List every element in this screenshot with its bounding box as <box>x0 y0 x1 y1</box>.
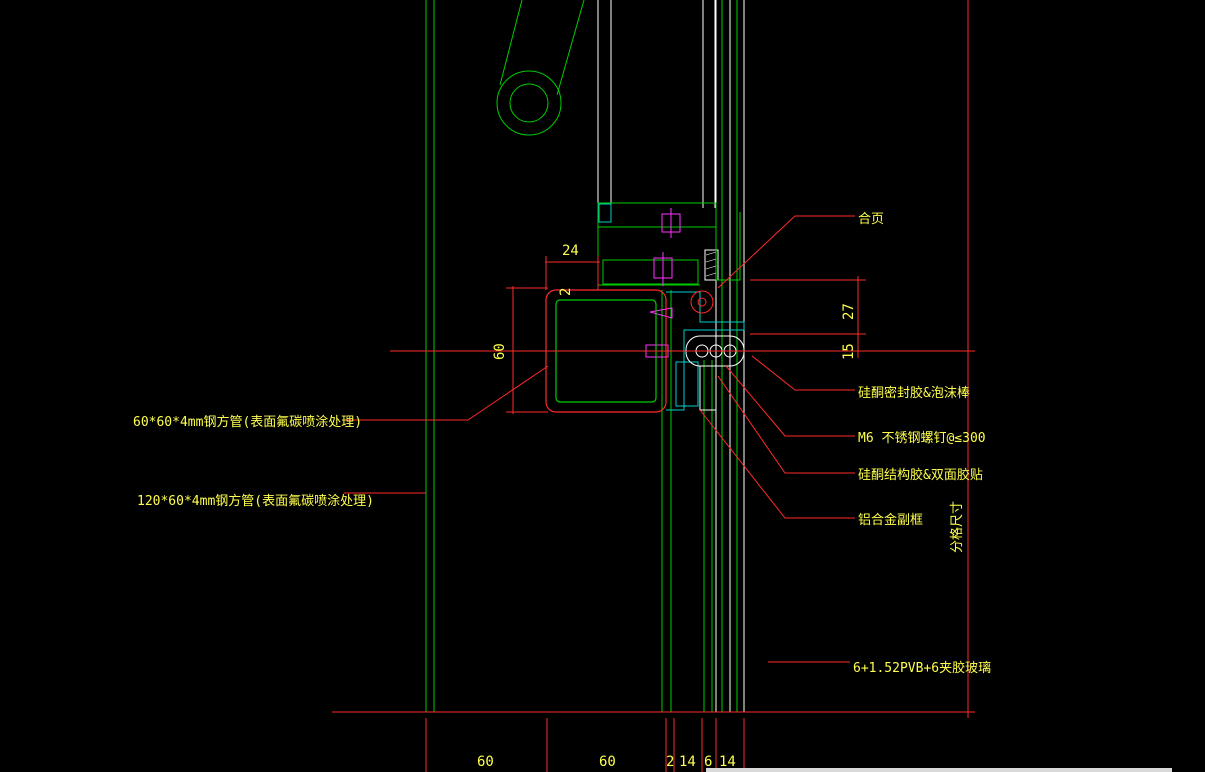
foam-rod-sealant <box>685 335 745 411</box>
dim-top-2: 2 <box>558 288 574 296</box>
label-hinge: 合页 <box>858 212 884 227</box>
leader-lines <box>344 215 855 663</box>
label-steel-tube-60: 60*60*4mm钢方管(表面氟碳喷涂处理) <box>133 414 362 430</box>
dim-right-27: 27 <box>841 303 857 320</box>
stainless-screws <box>640 208 681 358</box>
label-glass-spec: 6+1.52PVB+6夹胶玻璃 <box>853 660 991 676</box>
dim-left-60: 60 <box>492 343 508 360</box>
dim-bottom-6: 14 <box>719 754 736 770</box>
label-structural-silicone: 硅酮结构胶&双面胶贴 <box>858 467 983 483</box>
dim-top-24: 24 <box>562 243 579 259</box>
open-sash-glass <box>597 0 716 208</box>
sash-aluminum-profile <box>597 202 741 286</box>
label-m6-screw: M6 不锈钢螺钉@≤300 <box>858 431 986 446</box>
sealant-hatch <box>705 251 717 277</box>
dim-bottom-5: 6 <box>704 754 712 770</box>
label-silicone-seal-foam-rod: 硅酮密封胶&泡沫棒 <box>858 385 970 401</box>
dim-bottom-3: 2 <box>666 754 674 770</box>
dim-right-15: 15 <box>841 343 857 360</box>
label-aluminum-subframe: 铝合金副框 <box>858 512 923 528</box>
dim-bottom-2: 60 <box>599 754 616 770</box>
dim-bottom-1: 60 <box>477 754 494 770</box>
fixed-glass-lower <box>661 290 713 712</box>
dimension-lines <box>332 256 975 772</box>
hinge-detail <box>690 290 714 314</box>
friction-stay-arm <box>496 0 585 136</box>
laminated-glass-panel <box>715 0 745 712</box>
dim-bottom-4: 14 <box>679 754 696 770</box>
horizontal-scrollbar[interactable] <box>706 768 1172 772</box>
label-grid-size: 分格尺寸 <box>949 501 965 553</box>
aluminum-subframe-profile <box>666 291 745 411</box>
label-steel-tube-120: 120*60*4mm钢方管(表面氟碳喷涂处理) <box>137 493 374 509</box>
steel-tube-120x60 <box>425 0 435 712</box>
